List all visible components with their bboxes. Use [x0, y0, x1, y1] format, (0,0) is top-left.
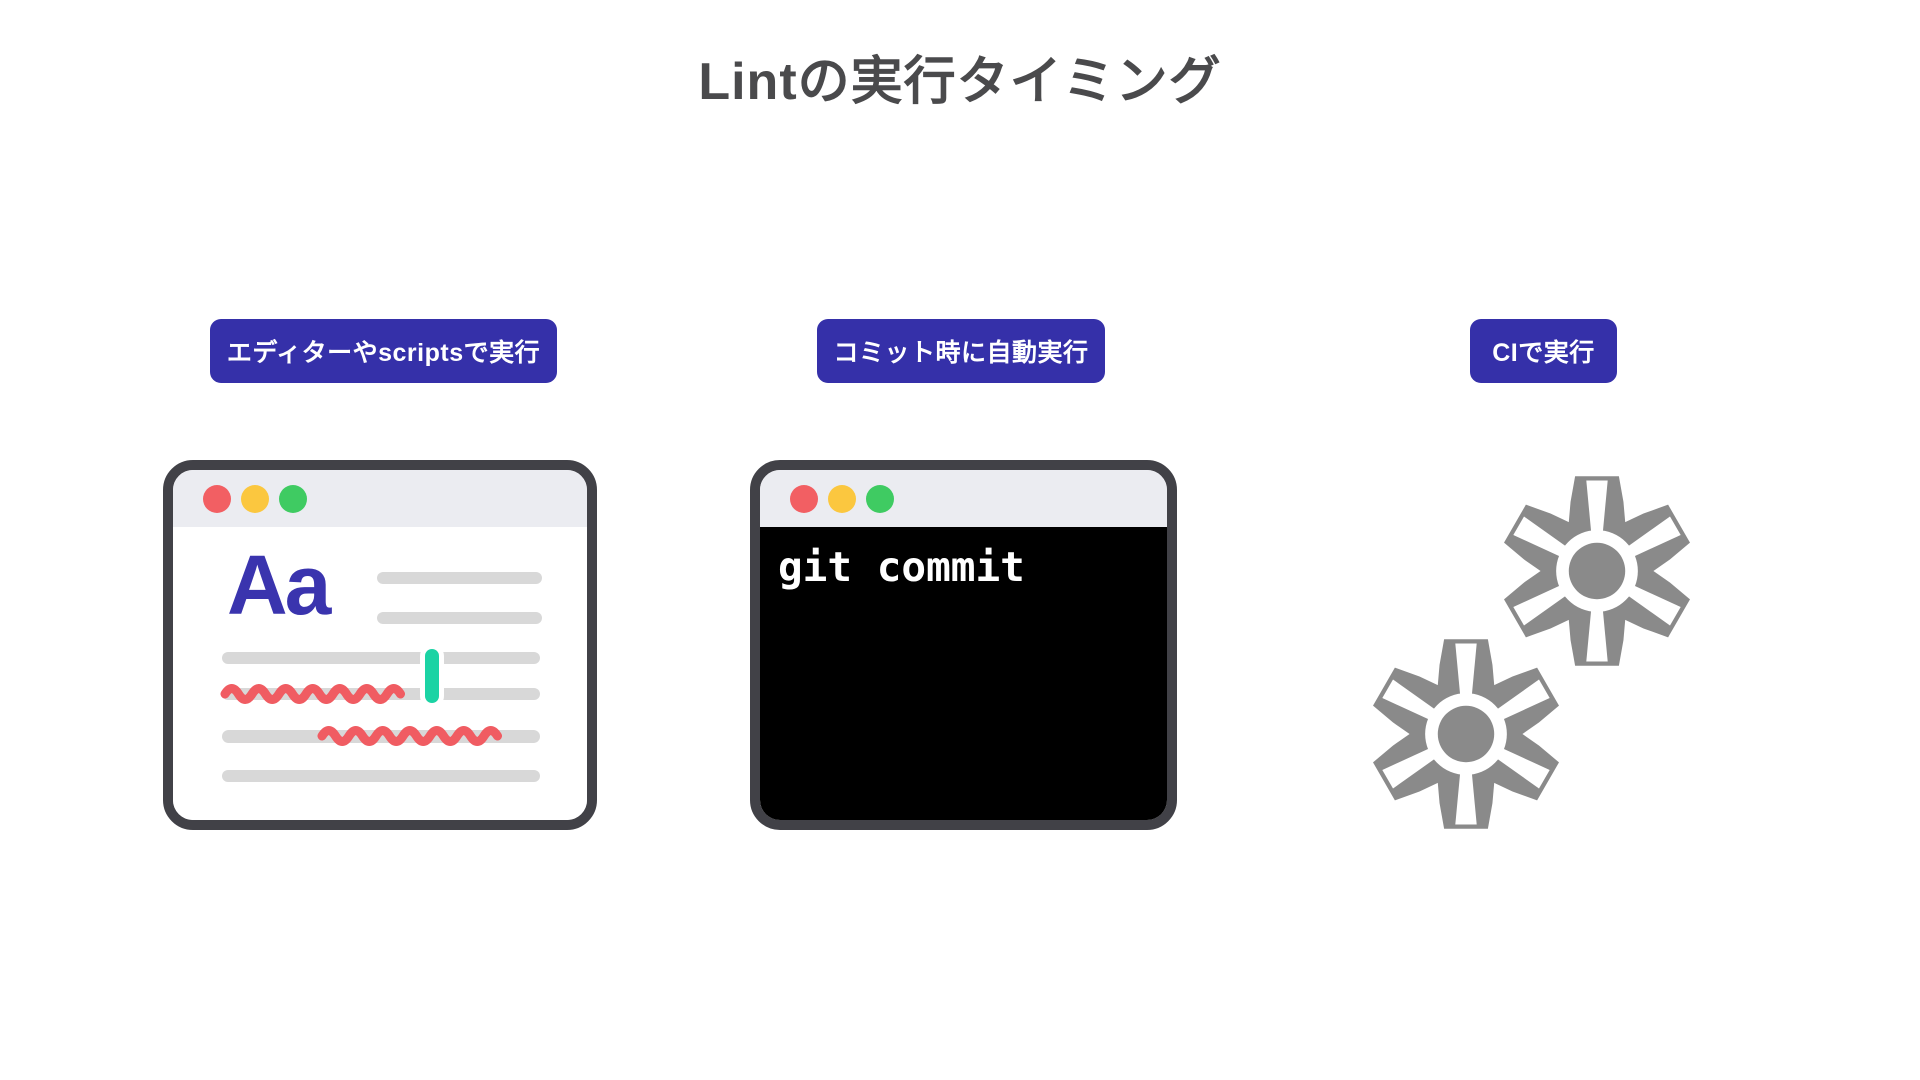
editor-window-illustration: Aa — [163, 460, 597, 830]
lint-error-squiggle-icon — [317, 726, 502, 746]
terminal-window-illustration: git commit — [750, 460, 1177, 830]
gear-icon — [1504, 476, 1690, 666]
badge-commit-hook-label: コミット時に自動実行 — [833, 339, 1089, 367]
badge-editor-scripts: エディターやscriptsで実行 — [210, 319, 557, 383]
terminal-titlebar — [760, 470, 1167, 527]
text-line-placeholder — [377, 572, 542, 584]
badge-ci: CIで実行 — [1470, 319, 1617, 383]
editor-content: Aa — [173, 527, 587, 820]
font-sample-text: Aa — [227, 538, 331, 632]
traffic-light-green-icon — [279, 484, 307, 513]
text-cursor-icon — [425, 649, 439, 703]
page-title: Lintの実行タイミング — [698, 53, 1222, 111]
gear-icon — [1373, 639, 1559, 829]
terminal-content: git commit — [760, 527, 1167, 820]
traffic-light-red-icon — [203, 484, 231, 513]
badge-ci-label: CIで実行 — [1492, 339, 1595, 367]
text-line-placeholder — [222, 652, 540, 664]
lint-error-squiggle-icon — [220, 684, 405, 704]
text-line-placeholder — [377, 612, 542, 624]
text-line-placeholder — [222, 770, 540, 782]
badge-commit-hook: コミット時に自動実行 — [817, 319, 1105, 383]
traffic-light-green-icon — [866, 484, 894, 513]
badge-editor-scripts-label: エディターやscriptsで実行 — [226, 339, 541, 367]
traffic-light-yellow-icon — [241, 484, 269, 513]
editor-titlebar — [173, 470, 587, 527]
traffic-light-red-icon — [790, 484, 818, 513]
terminal-command-text: git commit — [778, 543, 1025, 591]
traffic-light-yellow-icon — [828, 484, 856, 513]
